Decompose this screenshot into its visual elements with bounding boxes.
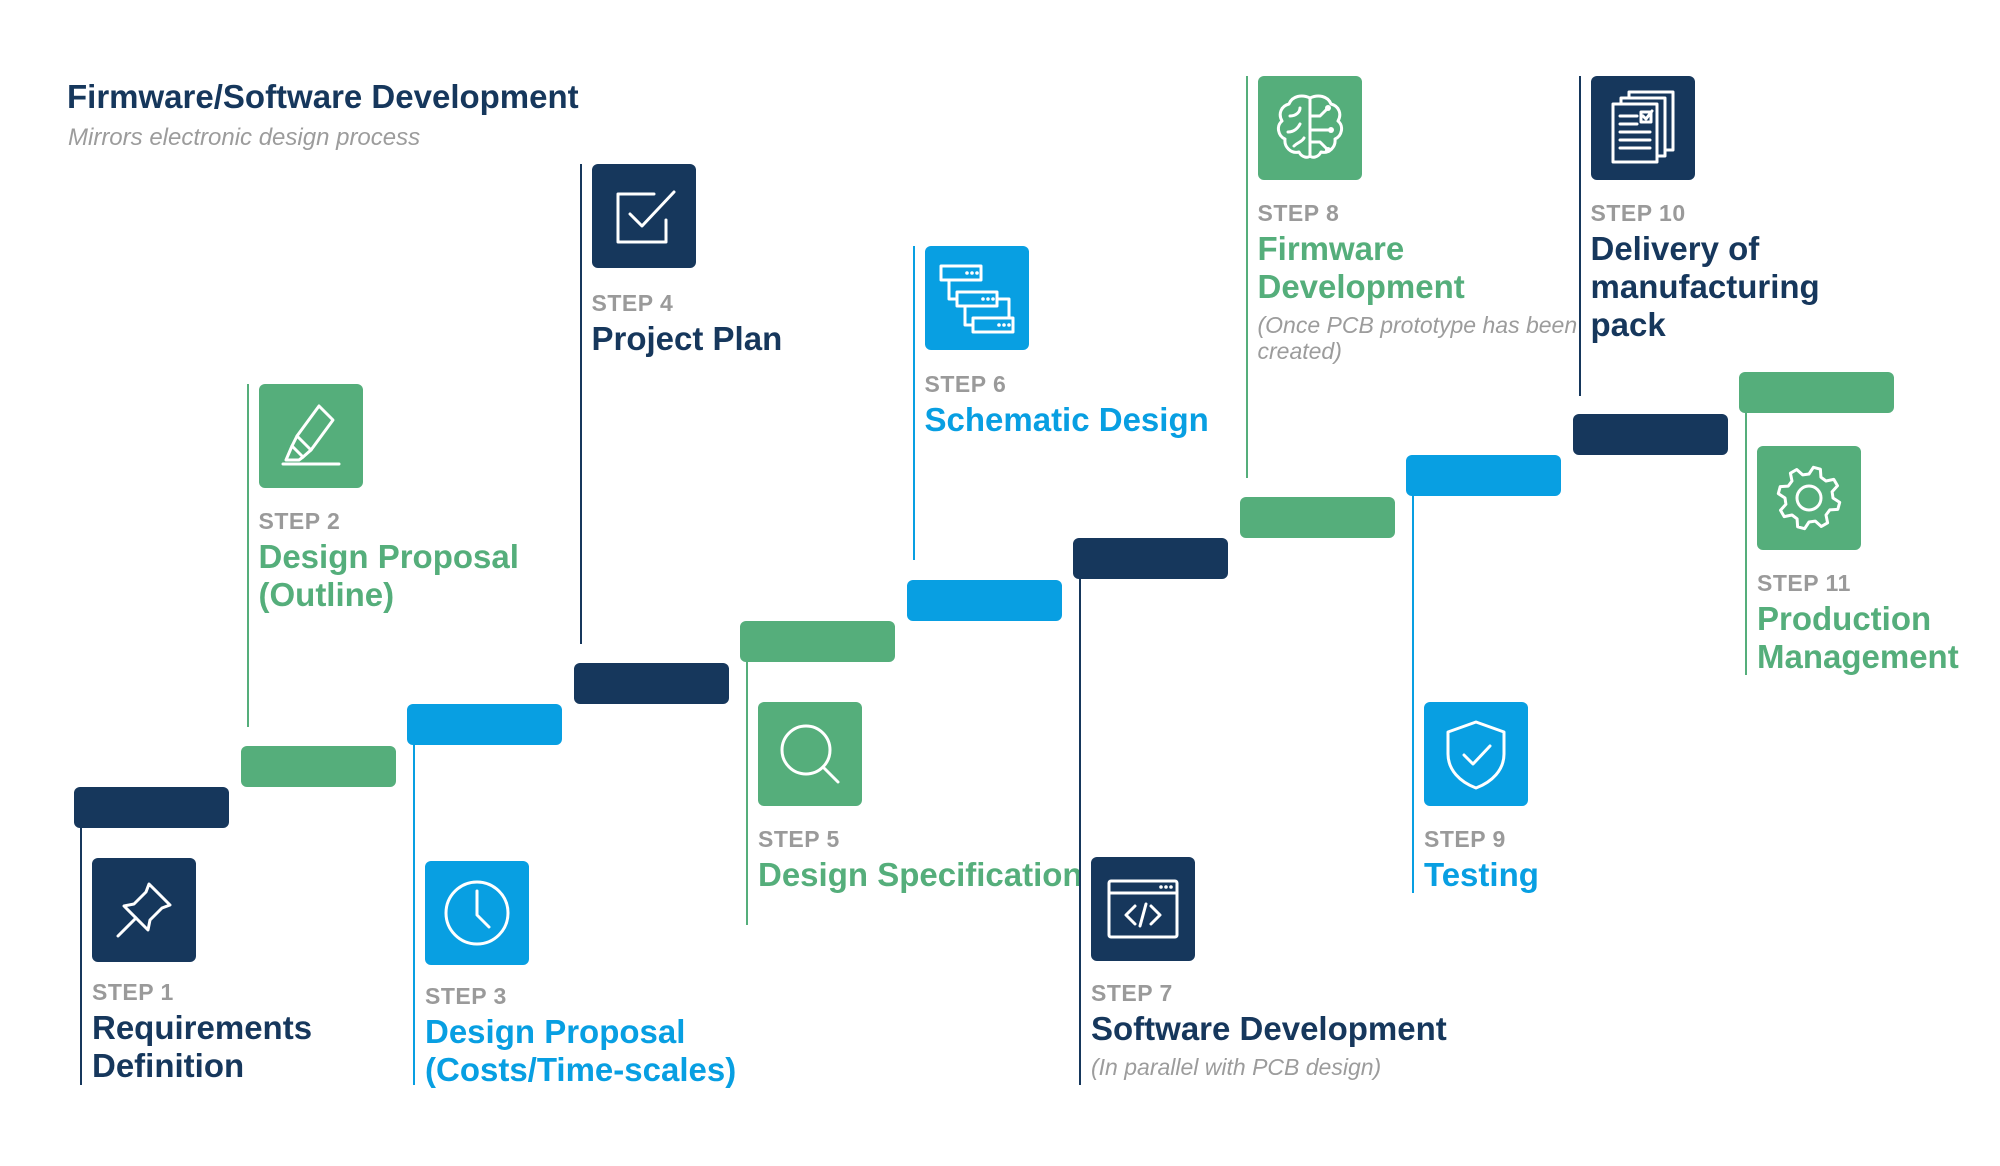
step-7-bar <box>1073 538 1228 579</box>
step-1-title: Requirements Definition <box>92 1009 313 1085</box>
shield-check-icon <box>1424 702 1528 806</box>
step-3-connector <box>413 725 415 1085</box>
magnifier-icon <box>758 702 862 806</box>
diagram-title: Firmware/Software Development <box>67 78 579 115</box>
step-7-label: STEP 7 Software Development (In parallel w… <box>1091 980 1511 1081</box>
step-9-connector <box>1412 475 1414 893</box>
step-3-number: STEP 3 <box>425 983 507 1009</box>
step-2-connector <box>246 384 249 727</box>
step-9-bar <box>1406 455 1561 496</box>
step-4-title: Project Plan <box>591 320 783 358</box>
highlighter-icon <box>258 384 363 488</box>
step-4-label: STEP 4 Project Plan <box>591 290 922 358</box>
step-1-label: STEP 1 Requirements Definition <box>92 979 422 1085</box>
step-3-bar <box>407 704 562 745</box>
step-2-title: Design Proposal (Outline) <box>258 538 519 614</box>
brain-circuit-icon <box>1257 76 1362 180</box>
step-9-number: STEP 9 <box>1424 826 1506 852</box>
step-5-number: STEP 5 <box>758 826 840 852</box>
step-8-connector <box>1245 76 1248 478</box>
gear-icon <box>1757 446 1861 550</box>
step-9-label: STEP 9 Testing <box>1424 826 1754 894</box>
step-8-note: (Once PCB prototype has been created) <box>1257 312 1578 365</box>
step-1-connector <box>80 808 82 1085</box>
step-2-number: STEP 2 <box>258 508 341 534</box>
step-4-bar <box>573 662 729 704</box>
step-6-label: STEP 6 Schematic Design <box>924 371 1255 439</box>
step-5-bar <box>740 621 895 662</box>
step-1-number: STEP 1 <box>92 979 174 1005</box>
schematic-blocks-icon <box>924 246 1029 350</box>
step-6-title: Schematic Design <box>924 401 1209 439</box>
code-window-icon <box>1091 857 1195 961</box>
step-6-bar <box>906 579 1062 621</box>
diagram-subtitle: Mirrors electronic design process <box>68 124 421 151</box>
step-7-note: (In parallel with PCB design) <box>1091 1054 1382 1081</box>
step-11-connector <box>1745 393 1747 675</box>
step-10-bar <box>1572 413 1728 455</box>
step-10-connector <box>1578 76 1581 396</box>
step-4-connector <box>579 164 582 644</box>
step-7-title: Software Development <box>1091 1010 1447 1048</box>
step-5-label: STEP 5 Design Specification <box>758 826 1088 894</box>
step-2-bar <box>240 745 396 787</box>
pin-icon <box>92 858 196 962</box>
step-9-title: Testing <box>1424 856 1539 894</box>
step-10-number: STEP 10 <box>1590 200 1686 226</box>
documents-icon <box>1590 76 1695 180</box>
step-6-connector <box>912 246 915 560</box>
step-11-label: STEP 11 Production Management <box>1757 570 2000 676</box>
step-6-number: STEP 6 <box>924 371 1007 397</box>
step-10-label: STEP 10 Delivery of manufacturing pack <box>1590 200 1891 344</box>
step-7-connector <box>1079 559 1081 1085</box>
step-4-number: STEP 4 <box>591 290 674 316</box>
step-8-label: STEP 8 Firmware Development (Once PCB prot… <box>1257 200 1588 365</box>
step-8-title: Firmware Development <box>1257 230 1465 306</box>
step-11-bar <box>1739 372 1894 413</box>
step-11-title: Production Management <box>1757 600 1959 676</box>
step-8-number: STEP 8 <box>1257 200 1340 226</box>
step-5-connector <box>746 641 748 925</box>
step-1-bar <box>74 787 229 828</box>
step-10-title: Delivery of manufacturing pack <box>1590 230 1820 344</box>
checkbox-icon <box>591 164 696 268</box>
step-8-bar <box>1239 496 1395 538</box>
step-5-title: Design Specification <box>758 856 1083 894</box>
clock-icon <box>425 861 529 965</box>
step-3-label: STEP 3 Design Proposal (Costs/Time-scales… <box>425 983 785 1089</box>
step-11-number: STEP 11 <box>1757 570 1851 596</box>
step-3-title: Design Proposal (Costs/Time-scales) <box>425 1013 737 1089</box>
step-7-number: STEP 7 <box>1091 980 1173 1006</box>
step-2-label: STEP 2 Design Proposal (Outline) <box>258 508 589 614</box>
